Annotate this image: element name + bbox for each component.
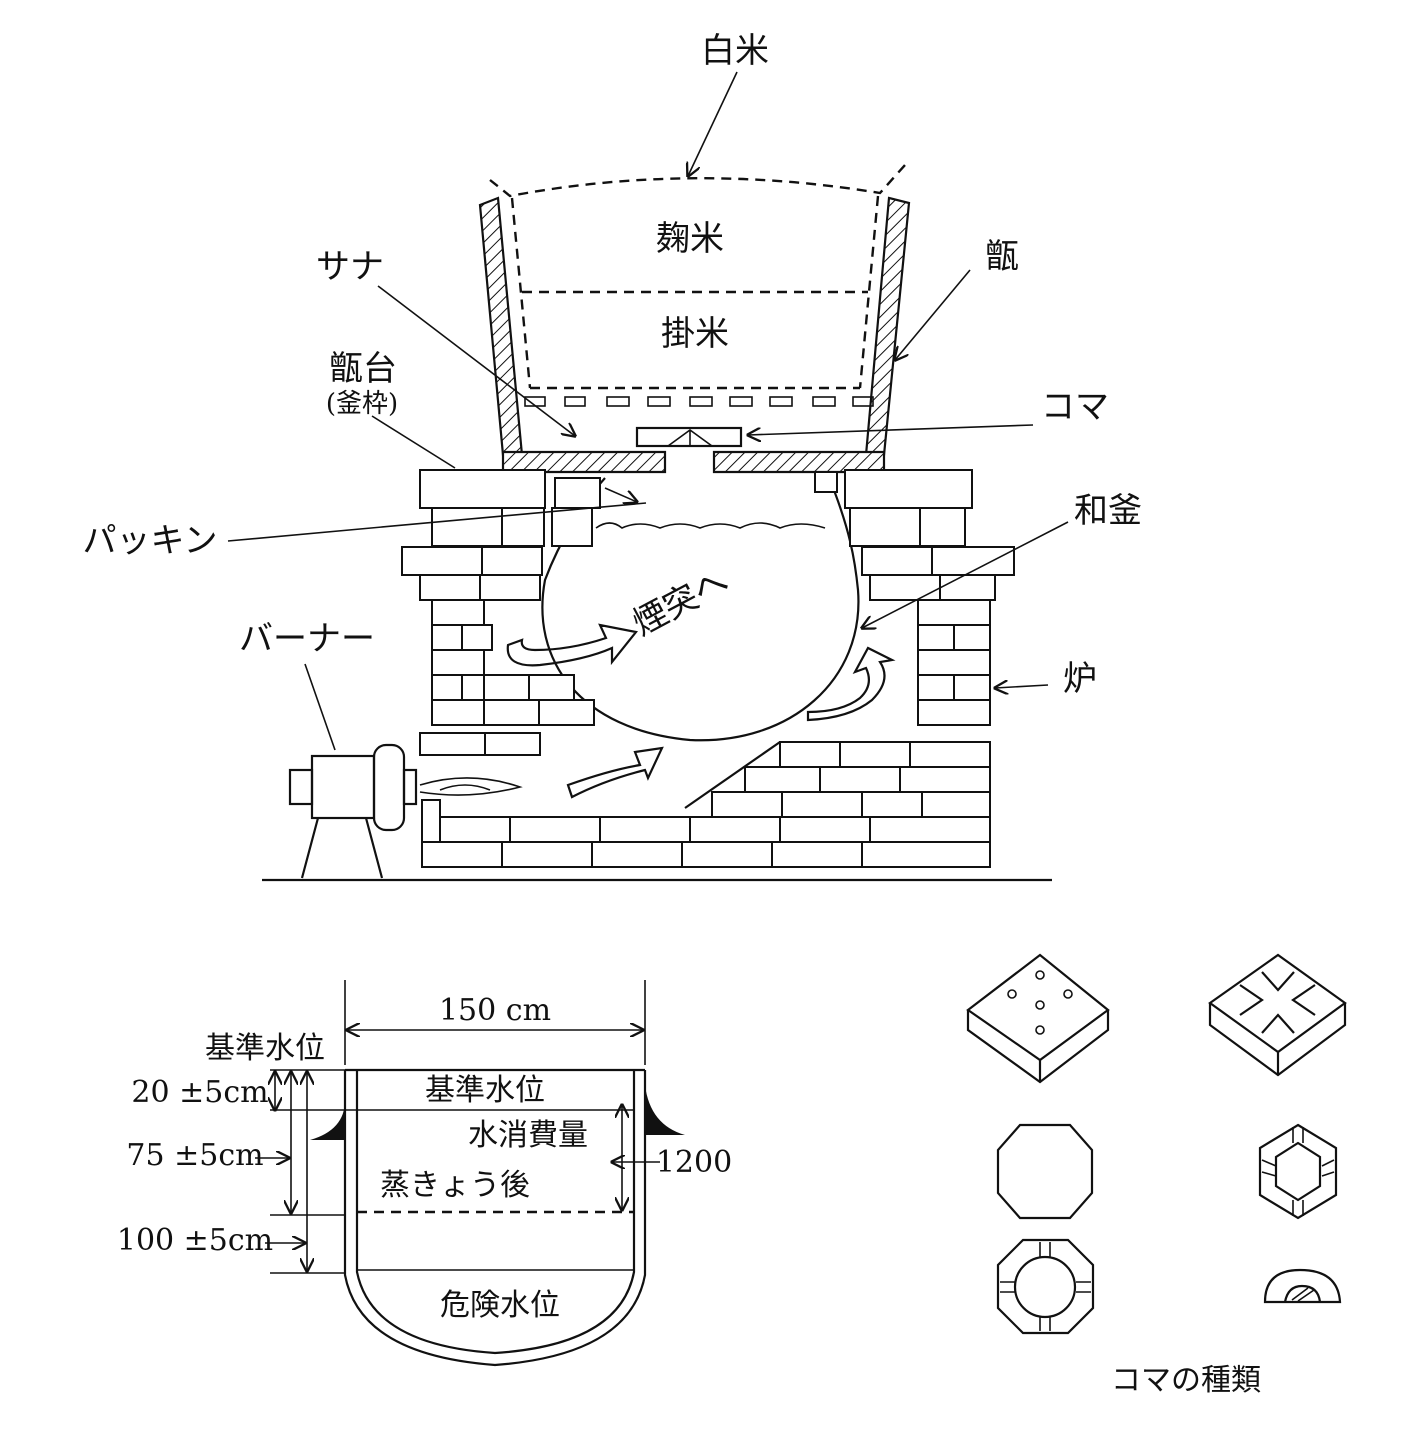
flange-left bbox=[310, 1100, 345, 1140]
rice-top-dashed bbox=[489, 164, 906, 198]
water-surface bbox=[595, 522, 826, 529]
koshiki-base-left bbox=[501, 450, 667, 474]
consumption-label: 水消費量 bbox=[468, 1118, 588, 1153]
label-entotsu: 煙突へ bbox=[626, 561, 735, 644]
label-kamawaku: (釜枠) bbox=[326, 389, 398, 419]
label-burner: バーナー bbox=[239, 619, 375, 659]
label-ro: 炉 bbox=[1063, 659, 1097, 699]
danger-label: 危険水位 bbox=[440, 1288, 560, 1323]
kijun-outer-label: 基準水位 bbox=[205, 1031, 325, 1066]
furnace-bricks bbox=[401, 469, 1015, 868]
koma-piece bbox=[635, 426, 743, 448]
dim-20-label: 20 ±5cm bbox=[131, 1075, 268, 1110]
wagama-kettle bbox=[541, 477, 860, 742]
koma-square-cross-icon bbox=[1208, 953, 1347, 1077]
rice-right-dashed bbox=[858, 195, 880, 389]
label-koujimai: 麹米 bbox=[656, 219, 724, 259]
dim-75-label: 75 ±5cm bbox=[126, 1138, 263, 1173]
koma-hexagon-icon bbox=[1258, 1123, 1338, 1220]
burner-unit bbox=[288, 743, 523, 879]
koshiki-right-wall bbox=[864, 196, 911, 457]
label-wagama: 和釜 bbox=[1074, 491, 1142, 531]
dim-100-label: 100 ±5cm bbox=[117, 1223, 273, 1258]
flue-slope bbox=[684, 741, 781, 809]
flow-arrow-left bbox=[506, 623, 638, 667]
flow-arrow-bottom bbox=[566, 746, 664, 799]
water-level-diagram: 150 cm 基準水位 基準水位 水消費量 蒸きょう後 危険水位 20 ±5cm… bbox=[117, 980, 732, 1367]
label-hakumai: 白米 bbox=[701, 31, 769, 71]
rice-left-dashed bbox=[510, 197, 532, 389]
width-label: 150 cm bbox=[439, 993, 551, 1028]
steamer-diagram: 白米 麹米 掛米 サナ 甑 甑台 (釜枠) コマ パッキン 和釜 煙突へ バーナ… bbox=[83, 31, 1142, 882]
koma-octagon-icon bbox=[996, 1123, 1094, 1220]
sana-slots bbox=[524, 396, 874, 407]
flange-right bbox=[645, 1085, 685, 1135]
vessel-outer bbox=[343, 1070, 647, 1367]
flame-icon bbox=[419, 777, 523, 796]
vessel-inner bbox=[355, 1070, 636, 1355]
label-packing: パッキン bbox=[83, 521, 218, 561]
koma-half-dome-icon bbox=[1263, 1268, 1342, 1304]
after-steaming-label: 蒸きょう後 bbox=[380, 1168, 530, 1203]
koma-types: コマの種類 bbox=[966, 953, 1347, 1335]
label-sana: サナ bbox=[316, 247, 384, 287]
label-kakemai: 掛米 bbox=[661, 314, 729, 354]
volume-label: 1200 bbox=[656, 1145, 732, 1180]
koma-caption-visible: コマの種類 bbox=[1111, 1363, 1261, 1398]
flow-arrow-right bbox=[806, 646, 896, 722]
koma-square-holes-icon bbox=[966, 953, 1110, 1084]
koma-ring-icon bbox=[996, 1238, 1095, 1335]
label-koma: コマ bbox=[1041, 387, 1109, 427]
kijun-inner-label: 基準水位 bbox=[425, 1073, 545, 1108]
label-koshiki: 甑 bbox=[985, 237, 1019, 277]
label-koshiki-dai: 甑台 bbox=[329, 349, 397, 389]
